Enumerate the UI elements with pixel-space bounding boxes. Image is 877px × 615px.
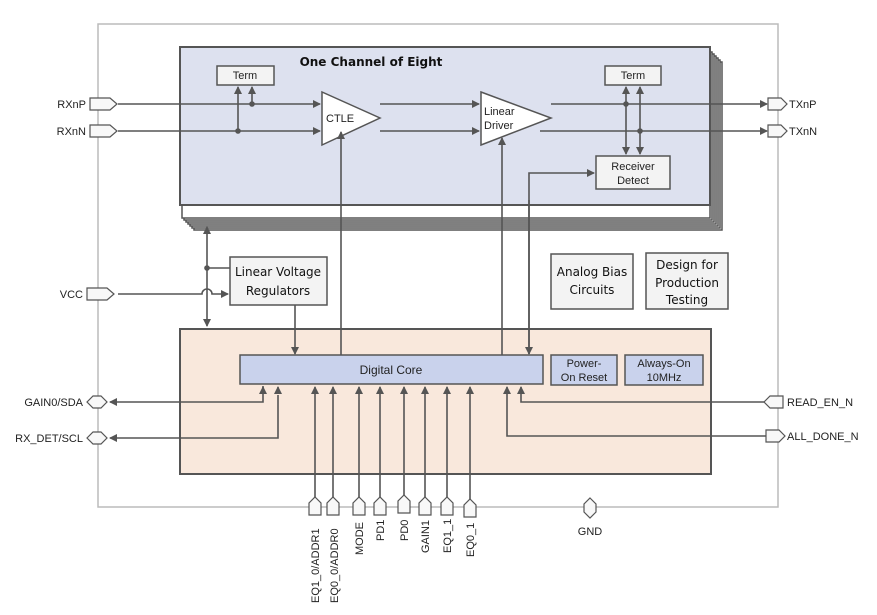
por-label-1: Power- bbox=[567, 358, 602, 370]
always-on-label-2: 10MHz bbox=[647, 372, 682, 384]
pin-txnn-label: TXnN bbox=[789, 126, 817, 138]
pin-eq1-0-addr1-label: EQ1_0/ADDR1 bbox=[310, 528, 322, 603]
linear-driver-label-2: Driver bbox=[484, 120, 514, 132]
pin-eq0-1-label: EQ0_1 bbox=[465, 523, 477, 557]
pin-eq0-0-addr0[interactable]: EQ0_0/ADDR0 bbox=[326, 496, 341, 603]
pin-all-done-n[interactable]: ALL_DONE_N bbox=[765, 429, 859, 443]
pin-read-en-n-label: READ_EN_N bbox=[787, 397, 853, 409]
linear-driver-amp bbox=[480, 90, 554, 147]
pin-txnp-label: TXnP bbox=[789, 99, 817, 111]
pin-rx-det-scl-label: RX_DET/SCL bbox=[15, 433, 83, 445]
receiver-detect-label-2: Detect bbox=[617, 175, 649, 187]
pin-pd0-label: PD0 bbox=[399, 520, 411, 541]
term-rx-box bbox=[216, 65, 275, 86]
term-tx-box bbox=[604, 65, 662, 86]
analog-bias-label-1: Analog Bias bbox=[557, 265, 627, 279]
pin-mode-label: MODE bbox=[354, 522, 366, 555]
pin-vcc-label: VCC bbox=[60, 289, 83, 301]
pin-gnd-label: GND bbox=[578, 526, 603, 538]
pin-gain0-sda-label: GAIN0/SDA bbox=[24, 397, 83, 409]
ctle-amp bbox=[321, 90, 382, 147]
vcc-wire bbox=[118, 288, 229, 298]
pin-gain1-label: GAIN1 bbox=[420, 520, 432, 553]
lvr-label-2: Regulators bbox=[246, 284, 310, 298]
linear-voltage-regulators-box bbox=[229, 256, 328, 306]
digital-core-box bbox=[239, 354, 544, 385]
pin-mode[interactable]: MODE bbox=[352, 496, 366, 555]
analog-bias-box bbox=[550, 253, 634, 310]
pin-eq1-1-label: EQ1_1 bbox=[442, 519, 454, 553]
term-rx-label: Term bbox=[233, 70, 257, 82]
always-on-label-1: Always-On bbox=[637, 358, 690, 370]
pin-eq1-1[interactable]: EQ1_1 bbox=[440, 496, 454, 553]
pin-pd0[interactable]: PD0 bbox=[397, 494, 411, 541]
pin-rxnn-label: RXnN bbox=[57, 126, 86, 138]
channel-title: One Channel of Eight bbox=[300, 55, 443, 69]
pin-vcc[interactable]: VCC bbox=[60, 287, 115, 301]
receiver-detect-box bbox=[595, 155, 671, 190]
power-on-reset-box bbox=[550, 354, 618, 386]
linear-driver-label-1: Linear bbox=[484, 106, 515, 118]
pin-rxnp-label: RXnP bbox=[57, 99, 86, 111]
pin-gain1[interactable]: GAIN1 bbox=[418, 496, 432, 553]
term-tx-label: Term bbox=[621, 70, 645, 82]
ctle-label: CTLE bbox=[326, 113, 354, 125]
digital-core-label: Digital Core bbox=[360, 363, 423, 377]
pin-eq0-0-addr0-label: EQ0_0/ADDR0 bbox=[329, 528, 341, 603]
pin-eq1-0-addr1[interactable]: EQ1_0/ADDR1 bbox=[308, 496, 322, 603]
dft-label-2: Production bbox=[655, 276, 719, 290]
pin-txnp[interactable]: TXnP bbox=[767, 97, 817, 111]
pin-read-en-n[interactable]: READ_EN_N bbox=[763, 395, 853, 409]
pin-txnn[interactable]: TXnN bbox=[767, 124, 817, 138]
bottom-pin-wires bbox=[311, 386, 474, 499]
receiver-detect-label-1: Receiver bbox=[611, 161, 655, 173]
pin-gain0-sda[interactable]: GAIN0/SDA bbox=[24, 395, 108, 409]
analog-bias-label-2: Circuits bbox=[570, 283, 615, 297]
pin-eq0-1[interactable]: EQ0_1 bbox=[463, 498, 477, 557]
pin-pd1[interactable]: PD1 bbox=[373, 496, 387, 541]
dft-box bbox=[645, 252, 729, 310]
pin-rxnn[interactable]: RXnN bbox=[57, 124, 118, 138]
pin-pd1-label: PD1 bbox=[375, 520, 387, 541]
lvr-label-1: Linear Voltage bbox=[235, 265, 321, 279]
pin-rx-det-scl[interactable]: RX_DET/SCL bbox=[15, 431, 108, 445]
dft-label-3: Testing bbox=[665, 293, 708, 307]
pin-all-done-n-label: ALL_DONE_N bbox=[787, 431, 859, 443]
por-label-2: On Reset bbox=[561, 372, 607, 384]
dft-label-1: Design for bbox=[656, 258, 718, 272]
pin-gnd[interactable]: GND bbox=[578, 497, 603, 538]
bottom-pins: EQ1_0/ADDR1 EQ0_0/ADDR0 MODE PD1 PD0 GAI… bbox=[308, 494, 477, 603]
always-on-box bbox=[624, 354, 704, 386]
pin-rxnp[interactable]: RXnP bbox=[57, 97, 118, 111]
